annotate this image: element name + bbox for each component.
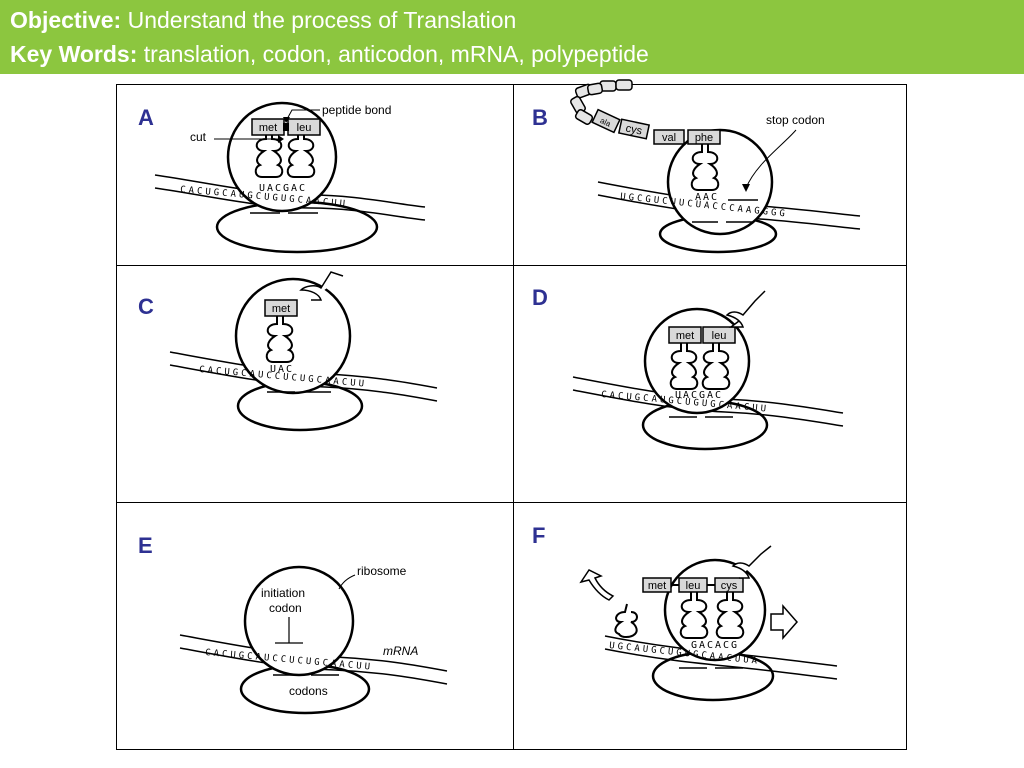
panel-d-aa-1: met [676,330,694,342]
panel-letter-e: E [138,533,153,558]
panel-e-initiation-label: initiation [261,586,305,600]
panel-b-diagram: ala cys val phe AAC UGCGUCUUCUACCCAAGGGG… [570,79,861,254]
panel-b-chain-1: ala [599,116,613,129]
grid-divider-vertical [513,85,514,749]
panel-letter-a: A [138,105,154,130]
panel-b-chain-3: val [662,132,676,144]
panel-b-chain-2: cys [624,122,643,137]
panel-b-stop-codon-label: stop codon [766,113,825,127]
panel-letter-b: B [532,105,548,130]
panel-d-anticodons: UACGAC [675,390,723,401]
panel-d-aa-2: leu [712,330,727,342]
keywords-text: translation, codon, anticodon, mRNA, pol… [143,41,649,67]
keywords-line: Key Words: translation, codon, anticodon… [10,40,649,68]
panel-e-codons-label: codons [289,684,328,698]
objective-header: Objective: Understand the process of Tra… [0,0,1024,74]
panel-c-diagram: met UAC CACUGCAUCCUCUGCAACUU [169,271,438,432]
panel-a-cut-label: cut [190,130,207,144]
panel-f-aa-3: cys [721,580,738,592]
panel-f-aa-1: met [648,580,666,592]
panel-f-aa-2: leu [686,580,701,592]
keywords-label: Key Words: [10,41,138,67]
objective-line: Objective: Understand the process of Tra… [10,6,516,34]
grid-divider-row-1 [117,265,906,266]
panel-e-diagram: initiation codon CACUGCAUCCUCUGCAACUU co… [179,564,448,715]
panel-e-mrna-label: mRNA [383,644,418,658]
panel-b-anticodon: AAC [695,192,719,203]
panel-f-diagram: met leu cys GACACG UGCAUGCUGUGCAACUUA [579,545,838,702]
panel-e-codon-label: codon [269,601,302,615]
objective-label: Objective: [10,7,122,33]
panel-a-anticodons: UACGAC [259,183,307,194]
panel-c-anticodon: UAC [270,364,294,375]
panel-b-chain-4: phe [695,132,713,144]
panel-letter-f: F [532,523,546,548]
panel-d-diagram: met leu UACGAC CACUGCAUGCUGUGCAACUU [572,290,844,451]
panel-letter-c: C [138,294,154,319]
panel-a-aa-2: leu [297,122,312,134]
objective-text: Understand the process of Translation [127,7,517,33]
panel-a-aa-1: met [259,122,277,134]
grid-divider-row-2 [117,502,906,503]
panel-grid [116,84,907,750]
panel-f-anticodons: GACACG [691,640,739,651]
panel-e-ribosome-label: ribosome [357,564,407,578]
panel-a-diagram: met leu UACGAC CACUGCAUGCUGUGCAACUU pept… [154,101,426,254]
panel-a-peptide-bond-label: peptide bond [322,103,391,117]
panel-c-aa-1: met [272,303,290,315]
panel-letter-d: D [532,285,548,310]
